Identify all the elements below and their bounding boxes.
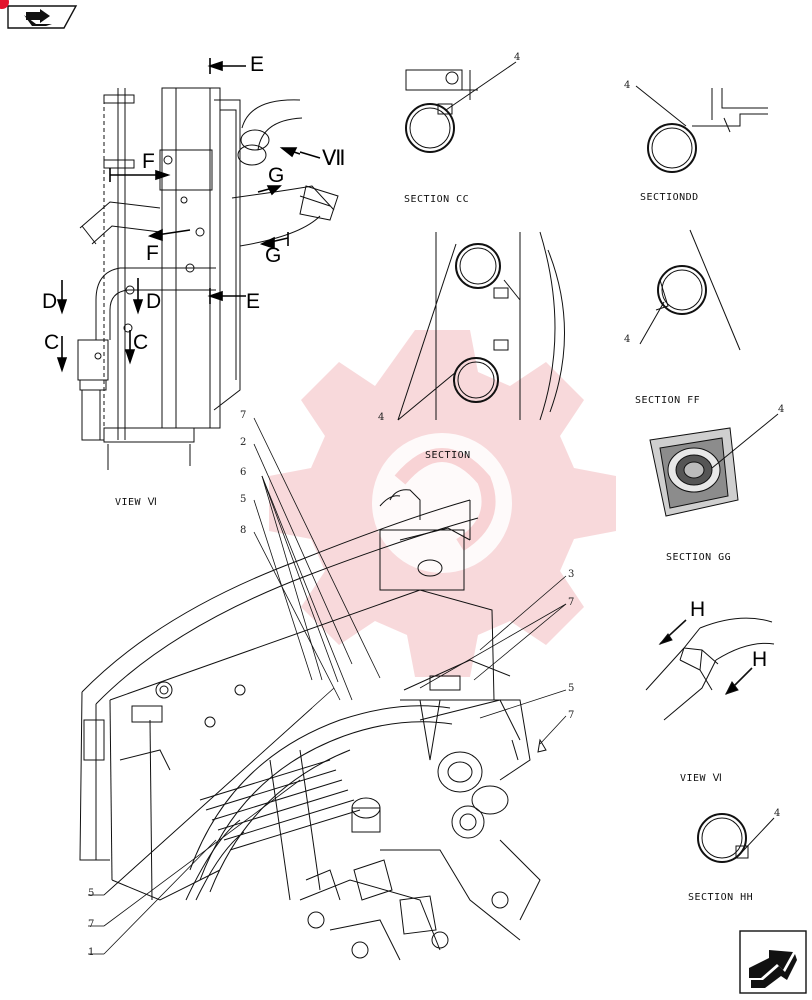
- callout-6: 6: [240, 467, 247, 478]
- cut-letter-g-top: G: [268, 164, 285, 187]
- section-gg-clamp: [649, 413, 779, 517]
- callout-4-gg: 4: [778, 404, 785, 415]
- next-page-arrow-icon: [739, 930, 807, 994]
- section-cc-label: SECTION CC: [404, 194, 470, 205]
- section-middle-clamps: [397, 231, 565, 421]
- cut-letter-d-right: D: [146, 290, 162, 313]
- view-vi-bottom-label: VIEW Ⅵ: [680, 773, 723, 784]
- callout-leader-lines: [88, 417, 567, 955]
- cut-letter-d-left: D: [42, 290, 58, 313]
- callout-4-hh: 4: [774, 808, 781, 819]
- cut-letter-h-right: H: [752, 648, 768, 671]
- cut-letter-e-top: E: [250, 53, 265, 76]
- callout-7-c: 7: [568, 710, 575, 721]
- callout-7-d: 7: [88, 919, 95, 930]
- callout-5-a: 5: [240, 494, 247, 505]
- callout-1: 1: [88, 947, 95, 958]
- view-vi-radiator-drawing: [77, 87, 339, 470]
- section-dd-clamp: [635, 85, 768, 173]
- cut-letter-c-right: C: [133, 331, 149, 354]
- book-arrow-icon: [7, 5, 78, 29]
- callout-5-b: 5: [568, 683, 575, 694]
- section-hh-label: SECTION HH: [688, 892, 754, 903]
- section-label: SECTION: [425, 450, 471, 461]
- callout-5-c: 5: [88, 888, 95, 899]
- callout-3: 3: [568, 569, 575, 580]
- view-vi-hose: [645, 617, 775, 721]
- section-cc-clamp: [405, 61, 517, 153]
- section-cut-arrows: [56, 58, 321, 373]
- cut-letter-e-mid: E: [246, 290, 261, 313]
- callout-7-a: 7: [240, 410, 247, 421]
- section-hh-clamp: [697, 813, 775, 863]
- next-page-button[interactable]: [739, 930, 807, 994]
- section-ff-clamp: [639, 229, 741, 351]
- callout-4-cc: 4: [514, 52, 521, 63]
- callout-4-section: 4: [378, 412, 385, 423]
- cut-letter-vii: Ⅶ: [322, 147, 346, 170]
- section-dd-label: SECTIONDD: [640, 192, 699, 203]
- view-vi-top-label: VIEW Ⅵ: [115, 497, 158, 508]
- callout-7-b: 7: [568, 597, 575, 608]
- callout-4-ff: 4: [624, 334, 631, 345]
- callout-4-dd: 4: [624, 80, 631, 91]
- cut-letter-h-left: H: [690, 598, 706, 621]
- red-marker-dot: [0, 0, 9, 9]
- callout-8: 8: [240, 525, 247, 536]
- callout-2: 2: [240, 437, 247, 448]
- cut-letter-f-top: F: [142, 150, 155, 173]
- cut-letter-c-left: C: [44, 331, 60, 354]
- section-gg-label: SECTION GG: [666, 552, 732, 563]
- cut-letter-f-mid: F: [146, 242, 159, 265]
- book-arrow-nav-button[interactable]: [6, 4, 78, 30]
- section-ff-label: SECTION FF: [635, 395, 701, 406]
- main-engine-assembly: [79, 489, 547, 961]
- cut-letter-g-mid: G: [265, 244, 282, 267]
- watermark-swirl: [394, 448, 496, 551]
